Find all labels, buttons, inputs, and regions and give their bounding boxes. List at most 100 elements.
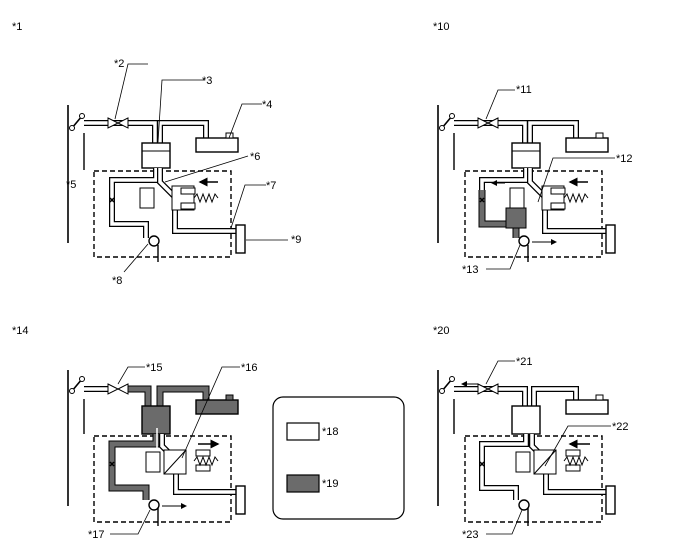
callout-label: *4 xyxy=(262,99,272,111)
solenoid-coil xyxy=(565,464,581,472)
callout-line xyxy=(486,509,523,535)
callout-label: *3 xyxy=(202,75,212,87)
reservoir-cap xyxy=(225,132,234,139)
callout-line xyxy=(537,157,615,203)
spring-icon xyxy=(563,455,589,467)
callout-label: *23 xyxy=(462,529,479,541)
solenoid-coil xyxy=(565,449,581,457)
callout-line xyxy=(114,63,148,120)
callout-label: *11 xyxy=(516,84,532,96)
callout-label: *15 xyxy=(146,362,163,374)
pedal-pivot-icon xyxy=(449,113,455,119)
quadrant-label: *10 xyxy=(433,21,450,33)
check-valve-icon xyxy=(116,383,129,395)
reservoir-cap xyxy=(595,394,604,401)
callout-label: *17 xyxy=(88,529,105,541)
callout-line xyxy=(181,366,240,459)
pipe-fluid xyxy=(528,168,606,233)
legend-label-dark: *19 xyxy=(322,478,339,490)
reservoir-chamber-dark xyxy=(505,207,527,229)
pipe-fluid xyxy=(158,168,236,233)
callout-line xyxy=(544,425,611,467)
valve-body xyxy=(145,451,161,473)
master-cylinder-dark xyxy=(141,405,171,435)
pump-icon xyxy=(518,235,530,247)
check-valve-icon xyxy=(107,117,120,129)
master-cylinder xyxy=(511,142,541,169)
valve-diagonal xyxy=(163,449,187,475)
callout-label: *2 xyxy=(114,58,124,70)
callout-label: *22 xyxy=(612,421,629,433)
pipe-fluid xyxy=(528,121,578,143)
check-valve-icon xyxy=(477,117,490,129)
legend-label-light: *18 xyxy=(322,426,339,438)
wheel-cylinder xyxy=(235,485,246,515)
callout-label: *16 xyxy=(241,362,258,374)
quadrant-label: *20 xyxy=(433,325,450,337)
callout-label: *13 xyxy=(462,264,479,276)
pump-icon xyxy=(518,499,530,511)
valve-body xyxy=(515,451,531,473)
pipe xyxy=(454,120,528,143)
check-valve-icon xyxy=(477,383,490,395)
legend-swatch-dark xyxy=(286,474,320,493)
reservoir-cap xyxy=(225,394,234,401)
callout-line xyxy=(123,243,149,273)
pipe xyxy=(454,386,528,406)
spring-icon xyxy=(193,455,219,467)
reservoir xyxy=(195,137,239,153)
wheel-cylinder xyxy=(605,224,616,254)
pedal-pivot-icon xyxy=(79,113,85,119)
valve-body xyxy=(139,187,155,209)
solenoid-coil xyxy=(195,464,211,472)
quadrant-14: *14 *15 xyxy=(12,325,258,541)
solenoid-coil xyxy=(550,187,566,195)
callout-line xyxy=(110,509,151,535)
callout-label: *7 xyxy=(266,180,276,192)
callout-line xyxy=(117,366,145,385)
solenoid-coil xyxy=(180,202,196,210)
pedal-pivot-icon xyxy=(439,125,445,131)
restrictor-icon xyxy=(479,197,485,203)
callout-line xyxy=(486,244,521,270)
reservoir-dark xyxy=(195,399,239,415)
callout-label: *12 xyxy=(616,153,633,165)
master-cylinder xyxy=(141,142,171,169)
pipe-fluid xyxy=(158,121,208,143)
callout-line xyxy=(228,103,262,139)
reservoir-cap xyxy=(595,132,604,139)
callout-line xyxy=(230,184,266,229)
pipe xyxy=(527,168,606,234)
pipe xyxy=(84,120,158,143)
pipe xyxy=(126,385,152,406)
quadrant-label: *1 xyxy=(12,21,22,33)
solenoid-coil xyxy=(550,202,566,210)
restrictor-icon xyxy=(109,197,115,203)
quadrant-20: *20 *21 *22 *23 xyxy=(433,325,629,541)
spring-icon xyxy=(193,192,219,204)
restrictor-icon xyxy=(479,461,485,467)
pump-icon xyxy=(148,235,160,247)
pedal-pivot-icon xyxy=(79,376,85,382)
callout-line xyxy=(164,155,249,183)
quadrant-1: *1 xyxy=(12,21,301,287)
callout-line xyxy=(157,79,205,143)
pipe-fluid-dark xyxy=(126,386,151,406)
pedal-pivot-icon xyxy=(439,388,445,394)
check-valve-icon xyxy=(116,117,129,129)
quadrant-label: *14 xyxy=(12,325,29,337)
pipe-fluid-dark xyxy=(109,434,159,500)
callout-line xyxy=(485,360,515,385)
check-valve-icon xyxy=(486,383,499,395)
pump-icon xyxy=(148,499,160,511)
actuator-box xyxy=(464,170,603,258)
pipe-fluid xyxy=(480,434,528,500)
reservoir xyxy=(565,137,609,153)
reservoir xyxy=(565,399,609,415)
callout-label: *8 xyxy=(112,275,122,287)
pedal-pivot-icon xyxy=(69,388,75,394)
pipe-fluid xyxy=(110,168,158,238)
quadrant-10: *10 *1 xyxy=(433,21,633,276)
callout-label: *6 xyxy=(250,151,260,163)
